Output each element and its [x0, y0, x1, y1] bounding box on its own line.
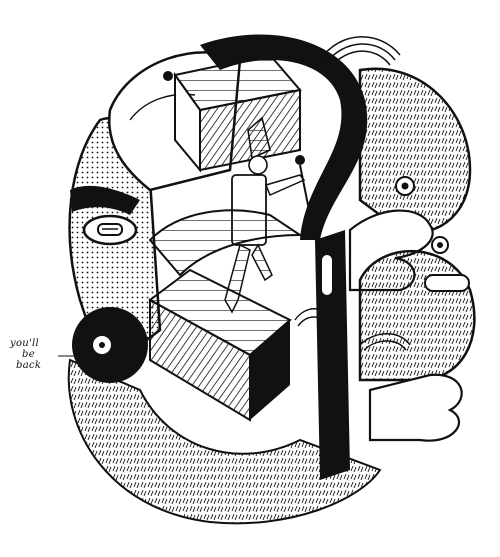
caption-line-3: back	[16, 360, 42, 371]
right-hand-lower	[368, 373, 463, 442]
handwritten-caption: you'll be back	[10, 338, 74, 371]
black-pillar	[315, 230, 350, 480]
right-monster	[358, 249, 476, 382]
arc-waves	[319, 36, 401, 69]
upper-stairs	[173, 53, 302, 173]
record-disc	[72, 307, 148, 383]
caption-line-2: be	[22, 349, 35, 360]
left-eye	[82, 214, 138, 246]
lower-arcs	[294, 308, 411, 351]
question-mark-band	[200, 34, 368, 241]
right-head	[358, 67, 472, 234]
moustache	[70, 185, 140, 215]
beard	[67, 358, 382, 525]
caption-line-1: you'll	[10, 338, 40, 349]
lower-stairs	[148, 209, 304, 422]
